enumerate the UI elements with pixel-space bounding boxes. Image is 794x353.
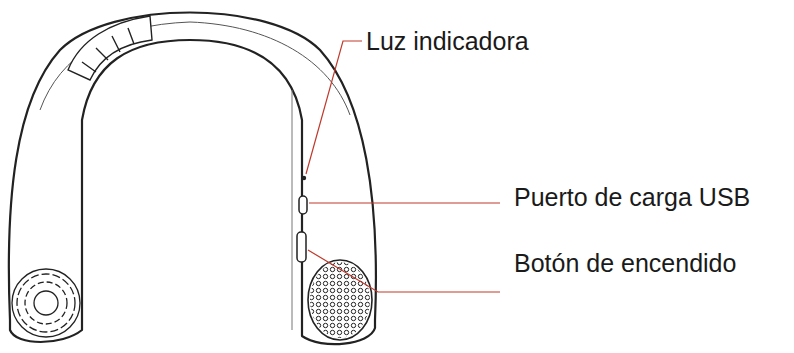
left-fan-grill: [12, 269, 80, 337]
indicator-light: [302, 176, 306, 180]
top-vent: [68, 16, 152, 80]
usb-port: [299, 196, 307, 214]
right-fan-grill: [305, 258, 375, 342]
leader-line: [306, 41, 500, 292]
part-label: Puerto de carga USB: [512, 184, 752, 212]
fan-body: [9, 13, 376, 345]
power-button: [297, 232, 306, 262]
part-label: Luz indicadora: [364, 28, 531, 56]
seam-line: [292, 90, 293, 330]
part-label: Botón de encendido: [512, 250, 738, 278]
